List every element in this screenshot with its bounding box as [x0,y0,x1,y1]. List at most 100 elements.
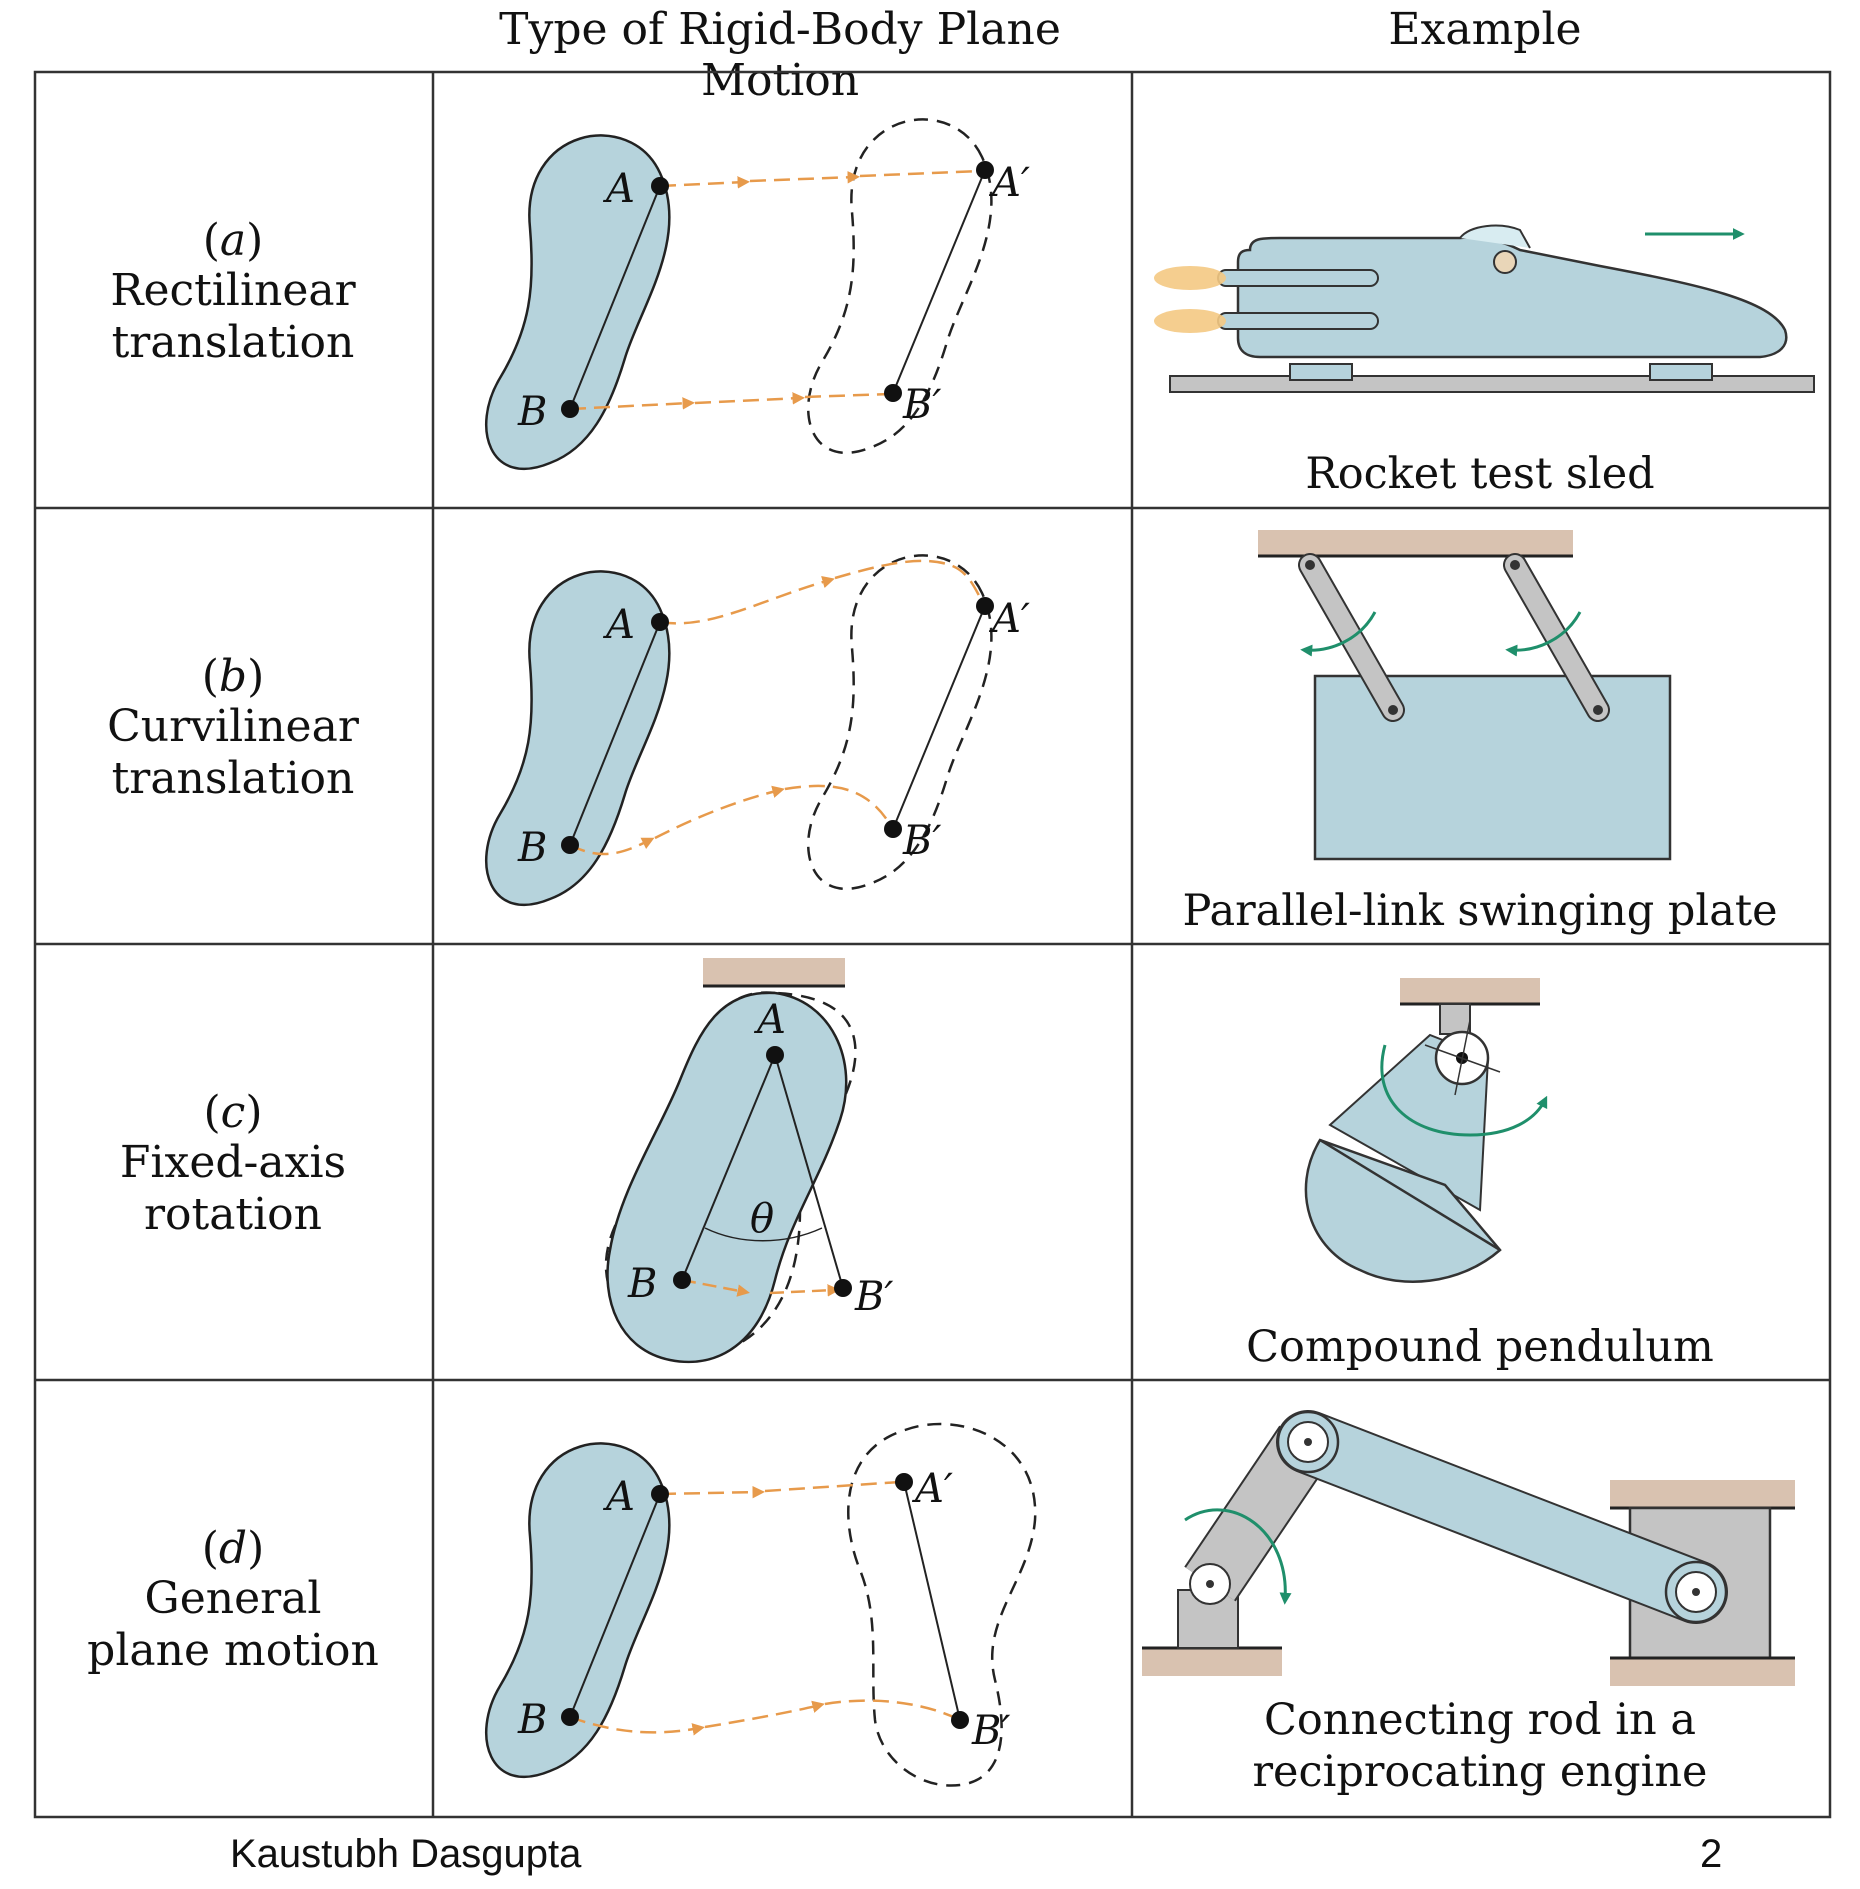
example-caption-line2: reciprocating engine [1252,1747,1707,1797]
rigid-body-initial [484,134,671,471]
label-a-prime: A′ [988,160,1030,206]
label-b: B [627,1261,657,1307]
connecting-rod [1278,1412,1726,1622]
example-caption-line1: Connecting rod in a [1264,1695,1696,1745]
label-b-prime: B′ [902,382,941,428]
point-a [651,177,669,195]
pendulum-bob [1304,1138,1502,1283]
label-b-prime: B′ [971,1708,1010,1754]
label-theta: θ [750,1196,774,1242]
path-arrow-b3 [804,392,891,399]
row-label-c: (c) Fixed-axis rotation [120,1087,346,1240]
row-name-line2: translation [112,317,355,368]
line-ab [569,621,661,846]
slipper-front [1289,363,1353,381]
point-b [561,1708,579,1726]
slipper-rear [1649,363,1713,381]
footer-author: Kaustubh Dasgupta [230,1832,582,1876]
label-b: B [517,389,547,435]
fixed-support [703,958,845,986]
ceiling-support [1258,530,1573,556]
svg-text:(c): (c) [204,1087,263,1138]
point-a [766,1046,784,1064]
label-b: B [517,825,547,871]
diagram-general-plane-motion: A B A′ B′ [484,1422,1037,1787]
row-name-line1: Curvilinear [107,701,360,752]
row-label-a: (a) Rectilinear translation [110,215,356,368]
path-arrow-b1 [569,397,695,411]
label-a-prime: A′ [988,596,1030,642]
row-name-line1: General [145,1573,322,1624]
row-name-line1: Fixed-axis [120,1137,346,1188]
crank-ground [1142,1648,1282,1676]
rigid-body-initial [484,570,671,907]
row-label-d: (d) General plane motion [87,1523,379,1676]
line-a-b-prime [774,1054,844,1289]
label-a: A [753,997,786,1043]
line-ab [569,1493,661,1718]
point-a-prime [976,597,994,615]
label-a-prime: A′ [911,1466,953,1512]
angle-arc [704,1227,823,1242]
example-rocket-test-sled: Rocket test sled [1154,224,1815,499]
row-letter: c [221,1087,246,1138]
path-arrow-a3 [859,169,981,178]
rotation-arrow [1184,1508,1292,1605]
line-ab [681,1054,776,1281]
label-b: B [517,1697,547,1743]
rotation-arrow-left [1300,611,1377,657]
row-name-line2: translation [112,753,355,804]
diagram-rectilinear-translation: A B A′ B′ [484,118,1030,471]
header-type-column: Type of Rigid-Body Plane Motion [499,4,1061,106]
path-arrow-b3 [784,784,895,830]
example-caption-line1: Rocket test sled [1305,449,1654,499]
path-arrow-b1 [569,837,655,856]
rail [1169,375,1815,393]
footer-page-number: 2 [1700,1832,1723,1876]
exhaust-flame-upper [1154,266,1226,290]
line-a-prime-b-prime [892,169,986,394]
motion-table: (a) Rectilinear translation (b) Curvilin… [33,70,1832,1819]
row-letter: d [219,1523,247,1574]
point-a [651,1485,669,1503]
example-caption-line1: Compound pendulum [1246,1322,1714,1372]
rigid-body-final [806,554,993,891]
row-name-line1: Rectilinear [110,265,356,316]
point-b [673,1271,691,1289]
label-a: A [602,166,635,212]
rocket-lower [1217,312,1379,330]
label-a: A [602,1474,635,1520]
line-ab [569,185,661,410]
path-arrow-a1 [659,576,835,625]
engine-bottom-support [1610,1658,1795,1686]
row-label-b: (b) Curvilinear translation [107,651,360,804]
rigid-body-initial [484,1442,671,1779]
point-a-prime [976,161,994,179]
path-arrow-a2 [749,171,860,184]
example-caption-line1: Parallel-link swinging plate [1182,886,1777,936]
row-letter: a [220,215,246,266]
point-b-prime [884,384,902,402]
rocket-upper [1217,269,1379,287]
line-a-prime-b-prime [903,1481,961,1721]
rotation-arrow [1380,1044,1548,1137]
path-arrow-b1 [681,1278,750,1297]
header-example-column: Example [1388,4,1582,55]
point-b [561,836,579,854]
path-arrow-b3 [824,1699,961,1722]
swinging-plate [1313,674,1672,861]
rigid-body-final [806,118,993,455]
example-compound-pendulum: Compound pendulum [1246,978,1714,1372]
diagram-fixed-axis-rotation: A B B′ θ [604,958,893,1364]
pendulum-support [1400,978,1540,1004]
point-b-prime [884,820,902,838]
label-b-prime: B′ [854,1274,893,1320]
example-parallel-link-swinging-plate: Parallel-link swinging plate [1182,530,1778,936]
engine-top-support [1610,1480,1795,1508]
rigid-body-initial [606,991,848,1364]
cockpit-canopy [1459,224,1531,249]
point-a [651,613,669,631]
path-arrow-b2 [694,392,805,405]
label-a: A [602,602,635,648]
path-arrow-b2 [704,1700,825,1729]
